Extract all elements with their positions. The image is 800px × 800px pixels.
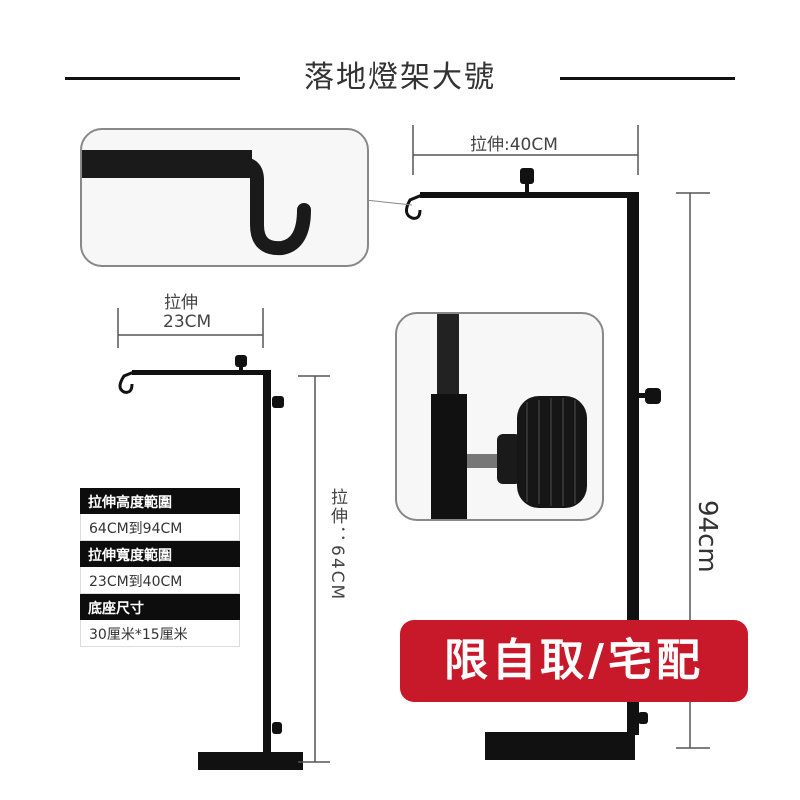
small-height-label: 拉伸：64CM xyxy=(327,488,347,602)
spec-value-base: 30厘米*15厘米 xyxy=(80,620,240,647)
small-width-dimension xyxy=(117,308,264,348)
large-stand xyxy=(405,168,661,760)
small-stand xyxy=(118,355,303,770)
large-width-label: 拉伸:40CM xyxy=(470,135,558,155)
knob-icon xyxy=(639,388,661,404)
hook-icon xyxy=(82,150,311,256)
spec-heading-width: 拉伸寬度範圍 xyxy=(80,541,240,567)
hook-icon xyxy=(118,370,135,394)
title-rule-right xyxy=(560,77,735,80)
knob-icon xyxy=(431,314,587,519)
spec-table: 拉伸高度範圍 64CM到94CM 拉伸寬度範圍 23CM到40CM 底座尺寸 3… xyxy=(80,488,240,647)
hook-detail-panel xyxy=(80,128,369,267)
page-title: 落地燈架大號 xyxy=(304,60,496,95)
spec-value-width: 23CM到40CM xyxy=(80,567,240,594)
knob-icon xyxy=(520,168,534,192)
large-height-label: 94cm xyxy=(692,500,722,573)
knob-icon xyxy=(638,712,648,724)
small-height-dimension xyxy=(298,375,330,763)
large-width-dimension xyxy=(412,125,639,175)
spec-heading-base: 底座尺寸 xyxy=(80,594,240,620)
knob-icon xyxy=(272,722,282,734)
small-width-label-line2: 23CM xyxy=(163,312,212,332)
title-rule-left xyxy=(65,77,240,80)
knob-icon xyxy=(235,355,247,372)
small-width-label-line1: 拉伸 xyxy=(164,293,198,313)
pickup-delivery-badge: 限自取/宅配 xyxy=(400,620,748,702)
spec-value-height: 64CM到94CM xyxy=(80,514,240,541)
hook-icon xyxy=(405,193,423,220)
spec-heading-height: 拉伸高度範圍 xyxy=(80,488,240,514)
hook-callout-line xyxy=(364,199,413,206)
knob-icon xyxy=(272,396,284,408)
knob-detail-panel xyxy=(395,312,604,521)
